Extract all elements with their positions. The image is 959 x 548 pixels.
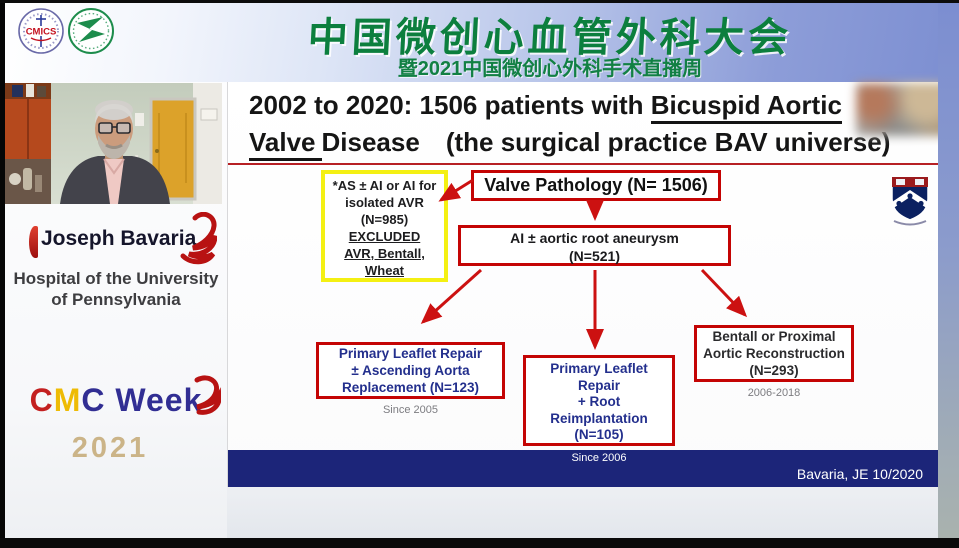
right-edge-strip [938, 3, 959, 538]
cmics-logo-icon: CMICS [17, 7, 65, 55]
ai-root-aneurysm-box: AI ± aortic root aneurysm (N=521) [458, 225, 731, 266]
affiliation-line1: Hospital of the University [13, 269, 219, 288]
lower-background [227, 487, 938, 538]
blurred-overlay-region [856, 83, 953, 136]
slide-title: 2002 to 2020: 1506 patients with Bicuspi… [249, 87, 924, 161]
speaker-panel: Joseph Bavaria Hospital of the Universit… [5, 82, 227, 538]
speaker-name: Joseph Bavaria [41, 227, 197, 250]
heart-swoosh-icon [173, 211, 218, 273]
cmc-letter-c1: C [29, 382, 54, 418]
root-reimplantation-box: Primary Leaflet Repair + Root Reimplanta… [523, 355, 675, 446]
conference-subtitle: 暨2021中国微创心外科手术直播周 [397, 58, 703, 80]
speaker-affiliation: Hospital of the University of Pennsylvan… [5, 268, 227, 310]
valve-pathology-box: Valve Pathology (N= 1506) [471, 170, 721, 201]
title-divider-line [228, 163, 939, 165]
speaker-video-illustration [5, 83, 222, 204]
slide-credit: Bavaria, JE 10/2020 [796, 466, 923, 482]
mid-box-caption: Since 2006 [571, 452, 627, 464]
right-box-caption: 2006-2018 [747, 387, 801, 399]
top-edge-bar [0, 0, 959, 3]
bottom-edge-bar [0, 538, 959, 548]
name-bracket-icon [29, 226, 38, 258]
header-band: CMICS 中国微创心血管外科大会 暨2021中国微创心外科手术直播周 [5, 3, 938, 82]
bentall-reconstruction-box: Bentall or Proximal Aortic Reconstructio… [694, 325, 854, 382]
cmc-week-logo: CMC Week [5, 375, 227, 424]
slide-title-line1: 2002 to 2020: 1506 patients with Bicuspi… [249, 87, 924, 124]
cmc-letter-c2: C [81, 382, 106, 418]
cmc-week-word: Week [115, 382, 203, 418]
hospital-logo-icon [67, 7, 115, 55]
speaker-name-row: Joseph Bavaria [5, 211, 227, 268]
primary-leaflet-repair-box: Primary Leaflet Repair ± Ascending Aorta… [316, 342, 505, 399]
affiliation-line2: of Pennsylvania [51, 290, 181, 309]
speaker-video-feed [5, 83, 222, 204]
left-box-caption: Since 2005 [382, 404, 439, 416]
slide-footer-bar [228, 450, 939, 487]
excluded-note-box: *AS ± AI or AI for isolated AVR (N=985) … [321, 170, 448, 282]
cmc-letter-m: M [53, 382, 82, 418]
cmc-swoosh-icon [183, 374, 222, 430]
svg-text:CMICS: CMICS [26, 27, 57, 38]
left-edge-bar [0, 0, 5, 548]
presentation-slide: 2002 to 2020: 1506 patients with Bicuspi… [227, 82, 953, 487]
cmc-year: 2021 [71, 432, 149, 464]
penn-shield-icon [888, 175, 932, 232]
